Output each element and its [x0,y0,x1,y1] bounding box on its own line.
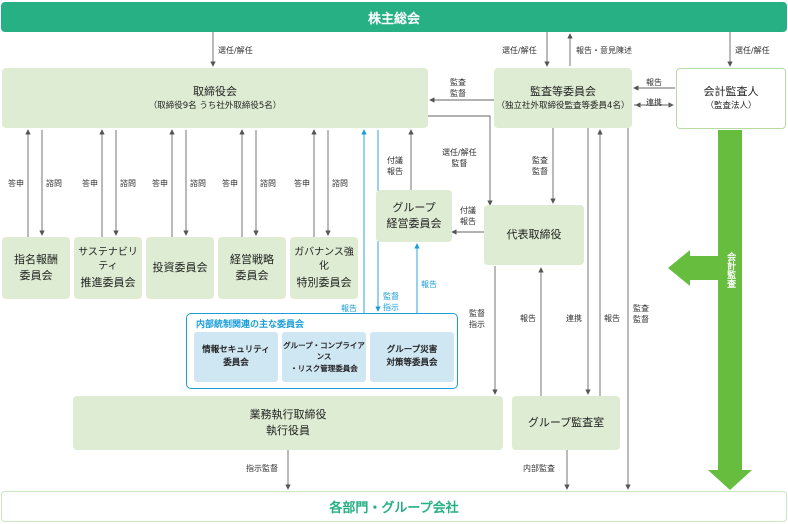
label-report-group-mgmt: 報告 [421,280,437,289]
internal-committee-disaster: グループ災害 対策等委員会 [370,332,454,382]
internal-line2: 委員会 [223,358,249,368]
committee-line1: 投資委員会 [152,261,208,275]
label-elect-supervise: 選任/解任監督 [442,148,477,170]
group-audit-title: グループ監査室 [527,416,605,430]
label-answer-4: 答申 [222,179,238,188]
accounting-audit-arrow [668,130,752,490]
exec-line2: 執行役員 [266,424,310,437]
label-submit-report-rep: 付議報告 [460,206,476,228]
label-submit-report-board: 付議報告 [387,156,403,178]
label-text: 指示 [383,302,399,312]
label-text: 監督 [469,309,485,318]
internal-line1: グループ・コンプライアンス [283,341,365,362]
audit-committee-subtitle: （独立社外取締役監査等委員4名） [496,100,630,111]
label-coop-auditor: 連携 [646,98,662,107]
label-text: 監督 [450,88,466,98]
label-supervise-instruct-exec: 監督指示 [469,309,485,331]
label-text: 監督 [532,166,548,176]
group-mgmt-line1: グループ [392,201,436,215]
board-title: 取締役会 [193,84,237,98]
group-mgmt-line2: 経営委員会 [386,217,442,230]
group-audit-office: グループ監査室 [512,396,620,450]
committee-sustainability: サステナビリティ 推進委員会 [74,237,142,299]
label-text: 監査 [450,78,466,87]
audit-committee: 監査等委員会 （独立社外取締役監査等委員4名） [494,68,632,128]
label-text: 報告 [460,216,476,226]
committee-line2: 委員会 [235,269,269,282]
label-text: 付議 [387,156,403,165]
label-text: 監督 [383,292,399,301]
label-text: 報告 [387,166,403,176]
label-consult-1: 諮問 [46,179,62,188]
label-report-internal: 報告 [341,304,357,313]
shareholders-meeting: 株主総会 [1,2,787,32]
executive-officers: 業務執行取締役 執行役員 [73,396,503,450]
label-elect-board: 選任/解任 [218,46,253,55]
label-consult-5: 諮問 [332,179,348,188]
audit-committee-title: 監査等委員会 [530,84,596,98]
label-consult-4: 諮問 [260,179,276,188]
label-report-auditor: 報告 [646,78,662,87]
board-subtitle: （取締役9名 うち社外取締役5名） [148,100,282,111]
internal-line2: 対策等委員会 [386,358,438,368]
label-audit-supervise-dept: 監査監督 [633,304,649,326]
label-audit-supervise-board: 監査監督 [450,78,466,100]
committee-line1: ガバナンス強化 [294,246,354,273]
representative-director: 代表取締役 [484,205,584,265]
label-consult-2: 諮問 [120,179,136,188]
label-text: 監査 [633,304,649,313]
auditor-subtitle: （監査法人） [705,101,757,112]
exec-line1: 業務執行取締役 [249,408,327,422]
committee-governance: ガバナンス強化 特別委員会 [290,237,358,299]
board-of-directors: 取締役会 （取締役9名 うち社外取締役5名） [2,68,428,128]
label-instruct-supervise: 指示監督 [246,464,278,473]
accounting-auditor: 会計監査人 （監査法人） [676,68,786,129]
label-supervise-instruct: 監督指示 [383,292,399,314]
committee-line1: 経営戦略 [230,253,274,267]
committee-strategy: 経営戦略 委員会 [218,237,286,299]
label-coop-groupaudit: 連携 [566,314,582,323]
committee-nomination: 指名報酬 委員会 [2,237,70,299]
label-audit-supervise-rep: 監査監督 [532,156,548,178]
label-elect-audit: 選任/解任 [502,46,537,55]
committee-investment: 投資委員会 [146,237,214,299]
accounting-audit-text: 会計監査 [725,252,736,288]
committee-line2: 推進委員会 [80,275,136,289]
internal-control-title: 内部統制関連の主な委員会 [196,320,305,330]
label-answer-1: 答申 [8,179,24,188]
committee-line2: 委員会 [19,269,53,282]
committee-line2: 特別委員会 [296,275,352,289]
label-answer-3: 答申 [152,179,168,188]
label-text: 選任/解任 [442,148,477,157]
internal-line1: 情報セキュリティ [202,345,270,356]
label-text: 監査 [532,156,548,165]
departments-group-companies: 各部門・グループ会社 [1,491,787,522]
group-management-committee: グループ 経営委員会 [376,190,452,242]
label-answer-5: 答申 [294,179,310,188]
committee-line1: サステナビリティ [78,246,138,273]
internal-line1: グループ災害 [386,345,438,356]
accounting-audit-label: 会計監査 [723,252,737,291]
auditor-title: 会計監査人 [703,85,759,99]
label-text: 監督 [633,314,649,324]
internal-line2: ・リスク管理委員会 [290,363,358,373]
label-text: 監督 [451,158,468,168]
label-elect-auditor: 選任/解任 [735,46,770,55]
internal-committee-infosec: 情報セキュリティ 委員会 [194,332,278,382]
label-text: 指示 [469,319,485,329]
label-text: 付議 [460,206,476,215]
label-report-groupaudit: 報告 [520,314,536,323]
label-internal-audit: 内部監査 [523,464,555,473]
label-consult-3: 諮問 [190,179,206,188]
internal-committee-compliance: グループ・コンプライアンス ・リスク管理委員会 [282,332,366,382]
label-report-audit: 報告 [604,314,620,323]
committee-line1: 指名報酬 [14,253,58,267]
label-report-opinion: 報告・意見陳述 [576,46,632,55]
rep-director-title: 代表取締役 [506,228,562,242]
label-answer-2: 答申 [82,179,98,188]
